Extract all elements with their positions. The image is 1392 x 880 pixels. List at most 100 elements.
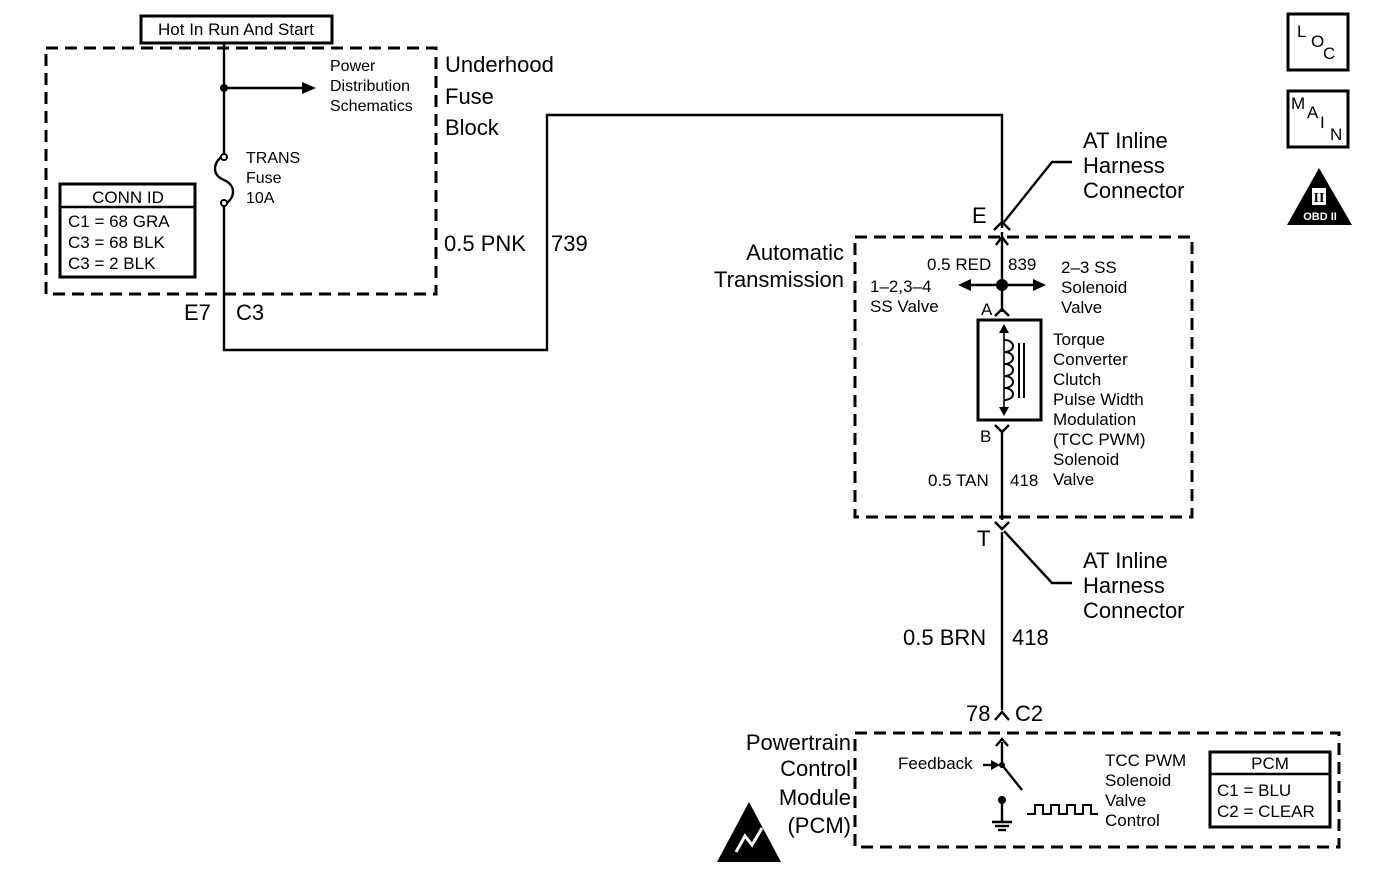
pcm-pin-receptacle (995, 737, 1009, 747)
transmission-title-line: Automatic (746, 240, 844, 265)
connector-label-line: Harness (1083, 573, 1165, 598)
power-dist-line: Schematics (330, 98, 413, 115)
right-branch-line: Valve (1061, 298, 1102, 317)
pcm-title: Powertrain Control Module (PCM) (746, 730, 851, 838)
pin-a-symbol (994, 307, 1010, 317)
solenoid-box (976, 318, 1043, 422)
solenoid-label-line: Clutch (1053, 370, 1101, 389)
pin-a-label: A (981, 300, 993, 319)
main-icon[interactable]: M A I N (1286, 89, 1350, 149)
obd-ii-icon[interactable]: II OBD II (1287, 168, 1352, 225)
conn-id-box (58, 182, 197, 279)
pcm-title-line: Module (779, 785, 851, 810)
ss-valve-left-label: 1–2,3–4 SS Valve (870, 277, 939, 316)
main-letter: M (1291, 94, 1305, 113)
loc-letter: C (1323, 44, 1335, 63)
pin-78-label: 78 (966, 701, 990, 726)
transmission-title-line: Transmission (714, 267, 844, 292)
connector-c2-label: C2 (1015, 701, 1043, 726)
obd-label: OBD II (1303, 211, 1337, 223)
solenoid-label-line: (TCC PWM) (1053, 430, 1146, 449)
wire-brn-label: 0.5 BRN (903, 625, 986, 650)
connector-label-line: Connector (1083, 598, 1185, 623)
connector-t-symbol (994, 521, 1010, 531)
solenoid-label-line: Modulation (1053, 410, 1136, 429)
loc-letter: L (1297, 22, 1306, 41)
connector-label-line: Connector (1083, 178, 1185, 203)
arrow-right-icon (302, 82, 316, 94)
arrow-right-icon (991, 760, 1000, 770)
wire-pnk-label: 0.5 PNK (444, 231, 526, 256)
pin-e7-label: E7 (184, 300, 211, 325)
conn-id-row: C3 = 68 BLK (68, 233, 166, 252)
main-letter: I (1320, 113, 1325, 132)
left-branch-line: 1–2,3–4 (870, 277, 931, 296)
wire-418-label: 418 (1012, 625, 1049, 650)
pcm-title-line: Powertrain (746, 730, 851, 755)
conn-id-table: CONN ID C1 = 68 GRA C3 = 68 BLK C3 = 2 B… (58, 182, 197, 279)
transmission-outline (853, 235, 1194, 519)
tcc-solenoid-label: Torque Converter Clutch Pulse Width Modu… (1053, 330, 1146, 489)
pwm-waveform-icon (1027, 804, 1098, 815)
transmission-title: Automatic Transmission (714, 240, 844, 292)
fuse-block-title-line: Underhood (445, 52, 554, 77)
conn-id-title: CONN ID (92, 188, 164, 207)
hot-in-run-box (139, 14, 334, 45)
control-label-line: Valve (1105, 791, 1146, 810)
wire-839-label: 839 (1008, 255, 1036, 274)
fuse-icon (213, 154, 235, 207)
loc-icon[interactable]: L O C (1286, 12, 1350, 72)
right-branch-line: 2–3 SS (1061, 258, 1117, 277)
conn-id-row: C3 = 2 BLK (68, 254, 156, 273)
wire-739-label: 739 (551, 231, 588, 256)
solenoid-label-line: Solenoid (1053, 450, 1119, 469)
trans-fuse-label: TRANS Fuse 10A (246, 150, 300, 207)
solenoid-label-line: Converter (1053, 350, 1128, 369)
hot-in-run-text: Hot In Run And Start (158, 20, 314, 39)
control-label-line: TCC PWM (1105, 751, 1186, 770)
fuse-block-title: Underhood Fuse Block (445, 52, 554, 140)
pcm-connector-symbol (994, 710, 1010, 721)
feedback-label: Feedback (898, 754, 973, 773)
inline-connector-label-bottom: AT Inline Harness Connector (1083, 548, 1185, 623)
pin-t-label: T (977, 526, 990, 551)
ss-solenoid-right-label: 2–3 SS Solenoid Valve (1061, 258, 1127, 317)
tcc-pwm-solenoid-icon (976, 318, 1043, 422)
fuse-block-title-line: Block (445, 115, 500, 140)
arrow-right-icon (1033, 279, 1046, 291)
leader-line (1003, 160, 1072, 223)
solenoid-label-line: Valve (1053, 470, 1094, 489)
fuse-label-line: 10A (246, 190, 275, 207)
pnk-739-wire (222, 113, 1004, 352)
power-distribution-label: Power Distribution Schematics (330, 58, 413, 115)
fuse-block-outline (44, 46, 438, 296)
pcm-conn-row: C2 = CLEAR (1217, 802, 1315, 821)
main-letter: N (1330, 125, 1342, 144)
leader-line (1003, 530, 1072, 585)
power-dist-line: Power (330, 58, 376, 75)
right-branch-line: Solenoid (1061, 278, 1127, 297)
fuse-label-line: TRANS (246, 150, 300, 167)
wire-tan-label: 0.5 TAN (928, 471, 989, 490)
connector-e-receptacle (995, 235, 1009, 246)
solenoid-label-line: Torque (1053, 330, 1105, 349)
esd-warning-icon (717, 802, 781, 862)
pcm-title-line: Control (780, 756, 851, 781)
fuse-label-line: Fuse (246, 170, 282, 187)
connector-label-line: AT Inline (1083, 128, 1168, 153)
pin-b-label: B (980, 427, 991, 446)
main-letter: A (1307, 103, 1319, 122)
fuse-block-title-line: Fuse (445, 84, 494, 109)
hot-in-run-label: Hot In Run And Start (139, 14, 334, 45)
obd-numeral: II (1314, 191, 1325, 206)
pcm-conn-row: C1 = BLU (1217, 781, 1291, 800)
pcm-outline (853, 731, 1341, 849)
connector-label-line: AT Inline (1083, 548, 1168, 573)
connector-label-line: Harness (1083, 153, 1165, 178)
switch-icon (1000, 742, 1023, 791)
solenoid-label-line: Pulse Width (1053, 390, 1144, 409)
power-dist-line: Distribution (330, 78, 410, 95)
pcm-conn-box (1208, 750, 1332, 829)
wire-418-label: 418 (1010, 471, 1038, 490)
loc-letter: O (1311, 32, 1324, 51)
